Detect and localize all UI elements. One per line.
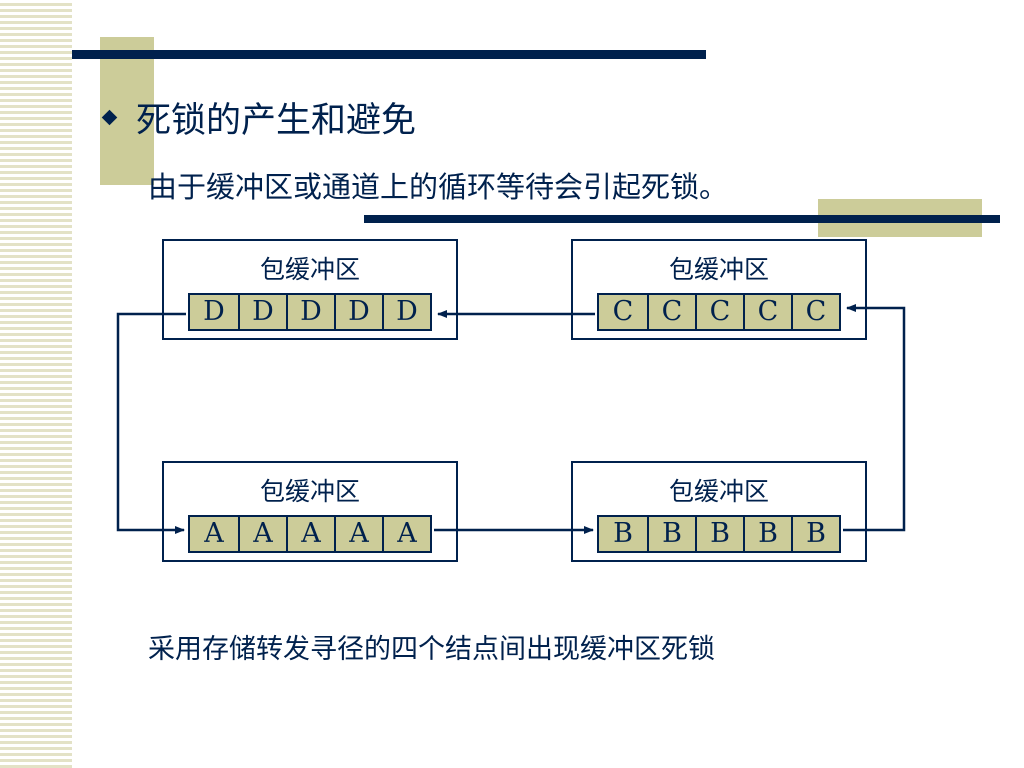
arrow-b-to-c (843, 304, 906, 532)
buffer-slot: C (695, 295, 743, 329)
node-bottom-left: 包缓冲区 A A A A A (162, 461, 458, 562)
buffer-slot: C (743, 295, 791, 329)
node-title: 包缓冲区 (668, 255, 769, 284)
node-top-left: 包缓冲区 D D D D D (162, 239, 458, 340)
buffer-slot: A (238, 517, 286, 551)
buffer-queue: C C C C C (597, 293, 841, 331)
buffer-slot: B (647, 517, 695, 551)
buffer-slot: A (204, 518, 224, 549)
slide-subtitle: 由于缓冲区或通道上的循环等待会引起死锁。 (148, 170, 729, 204)
buffer-slot: A (286, 517, 334, 551)
buffer-slot: B (613, 518, 633, 549)
buffer-slot: D (286, 295, 334, 329)
buffer-slot: D (382, 295, 430, 329)
buffer-slot: C (647, 295, 695, 329)
striped-sidebar (0, 0, 72, 768)
buffer-slot: B (743, 517, 791, 551)
node-title: 包缓冲区 (259, 477, 360, 506)
buffer-slot: B (695, 517, 743, 551)
buffer-slot: C (612, 296, 634, 327)
buffer-slot: A (382, 517, 430, 551)
buffer-slot: D (203, 296, 225, 327)
buffer-slot: C (791, 295, 839, 329)
node-bottom-right: 包缓冲区 B B B B B (571, 461, 867, 562)
figure-caption: 采用存储转发寻径的四个结点间出现缓冲区死锁 (148, 634, 715, 665)
buffer-slot: A (334, 517, 382, 551)
buffer-queue: B B B B B (597, 515, 841, 553)
decor-navy-rule-top (72, 50, 706, 59)
slide-heading: 死锁的产生和避免 (136, 101, 417, 141)
decor-navy-rule-bottom (364, 215, 1000, 223)
buffer-queue: D D D D D (188, 293, 432, 331)
node-top-right: 包缓冲区 C C C C C (571, 239, 867, 340)
node-title: 包缓冲区 (259, 255, 360, 284)
arrow-d-to-a (116, 312, 186, 534)
buffer-slot: D (238, 295, 286, 329)
buffer-slot: D (334, 295, 382, 329)
node-title: 包缓冲区 (668, 477, 769, 506)
buffer-queue: A A A A A (188, 515, 432, 553)
buffer-slot: B (791, 517, 839, 551)
